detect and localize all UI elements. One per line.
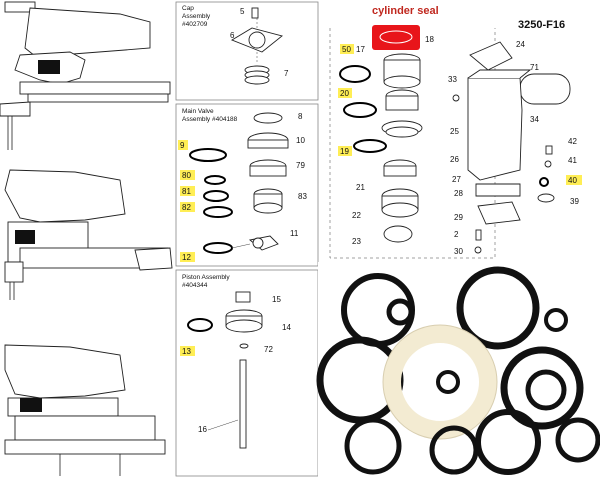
label-14: 14	[282, 323, 291, 332]
main-valve-panel: Main Valve Assembly #404188 8 9 10 79 80…	[175, 103, 319, 267]
label-25: 25	[450, 127, 459, 136]
label-8: 8	[298, 112, 303, 121]
label-82-highlight	[180, 202, 195, 212]
oring	[525, 369, 567, 411]
stapler-side-view-top	[0, 1, 171, 150]
stapler-side-view-bottom	[4, 344, 166, 476]
oring	[386, 298, 414, 326]
cylinder-seal	[372, 25, 420, 50]
label-10: 10	[296, 136, 305, 145]
oring	[456, 266, 540, 350]
cap-assembly-part-no: #402709	[182, 21, 208, 28]
oring	[544, 308, 568, 332]
stapler-side-view-middle	[4, 169, 173, 300]
label-19-highlight	[338, 146, 352, 156]
label-20: 20	[340, 89, 349, 98]
oring	[555, 417, 600, 463]
label-16: 16	[198, 425, 207, 434]
label-21: 21	[356, 183, 365, 192]
oring-82	[203, 206, 233, 218]
model-number: 3250-F16	[518, 19, 565, 31]
label-12: 12	[182, 253, 191, 262]
label-9-highlight	[178, 140, 188, 150]
label-82: 82	[182, 203, 191, 212]
label-27: 27	[452, 175, 461, 184]
label-33: 33	[448, 75, 457, 84]
oring	[500, 346, 584, 430]
label-80: 80	[182, 171, 191, 180]
label-71: 71	[530, 63, 539, 72]
label-72: 72	[264, 345, 273, 354]
oring-13	[187, 318, 213, 332]
label-28: 28	[454, 189, 463, 198]
cap-assembly-panel: Cap Assembly #402709 5 6 7	[175, 1, 319, 101]
cap-assembly-title: Cap	[182, 5, 194, 12]
label-11: 11	[290, 229, 299, 238]
oring-kit-photo	[316, 262, 600, 478]
label-13-highlight	[180, 346, 195, 356]
oring-20	[343, 102, 377, 118]
label-40: 40	[568, 176, 577, 185]
oring-80	[204, 175, 226, 185]
label-42: 42	[568, 137, 577, 146]
oring	[475, 409, 541, 475]
piston-assembly-panel: Piston Assembly #404344 15 14 13 72 16	[175, 269, 319, 477]
piston-assembly-title: Piston Assembly	[182, 274, 230, 281]
label-15: 15	[272, 295, 281, 304]
label-13: 13	[182, 347, 191, 356]
piston-assembly-part-no: #404344	[182, 282, 208, 289]
label-39: 39	[570, 197, 579, 206]
label-50-highlight	[340, 44, 354, 54]
oring-19	[353, 139, 387, 153]
label-40-highlight	[566, 175, 582, 185]
label-12-highlight	[180, 252, 195, 262]
label-20-highlight	[338, 88, 352, 98]
label-29: 29	[454, 213, 463, 222]
cylinder-seal-heading: cylinder seal	[372, 5, 439, 17]
cap-assembly-title2: Assembly	[182, 13, 211, 20]
oring-9	[189, 148, 227, 162]
oring	[436, 370, 460, 394]
oring	[344, 417, 402, 475]
label-81-highlight	[180, 186, 195, 196]
label-6: 6	[230, 31, 235, 40]
label-81: 81	[182, 187, 191, 196]
label-80-highlight	[180, 170, 195, 180]
label-7: 7	[284, 69, 289, 78]
label-41: 41	[568, 156, 577, 165]
label-83: 83	[298, 192, 307, 201]
main-valve-title: Main Valve	[182, 108, 214, 115]
label-19: 19	[340, 147, 349, 156]
main-valve-title2: Assembly #404188	[182, 116, 238, 123]
oring-50	[339, 65, 371, 83]
label-79: 79	[296, 161, 305, 170]
label-9: 9	[180, 141, 185, 150]
label-22: 22	[352, 211, 361, 220]
label-24: 24	[516, 40, 525, 49]
label-17: 17	[356, 45, 365, 54]
label-2: 2	[454, 230, 459, 239]
exploded-view: cylinder seal 3250-F16 50 17 18 20 19 21	[329, 5, 582, 259]
label-30: 30	[454, 247, 463, 256]
label-18: 18	[425, 35, 434, 44]
label-26: 26	[450, 155, 459, 164]
oring-40	[539, 177, 549, 187]
label-5: 5	[240, 7, 245, 16]
label-23: 23	[352, 237, 361, 246]
label-34: 34	[530, 115, 539, 124]
label-50: 50	[342, 45, 351, 54]
oring-81	[203, 190, 229, 202]
